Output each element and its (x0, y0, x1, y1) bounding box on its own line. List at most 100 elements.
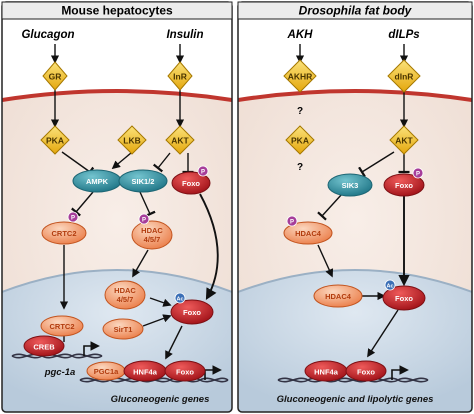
right-panel: Drosophila fat body AKH dILPs AKHR dInR … (237, 1, 473, 413)
sirt1-label: SirT1 (114, 325, 133, 334)
gr-label: GR (49, 72, 62, 82)
creb-node: CREB (23, 335, 65, 357)
foxo-nuc-fly-label: Foxo (395, 294, 413, 303)
akt-kinase-fly: AKT (389, 125, 419, 155)
akt-label: AKT (171, 136, 189, 146)
insulin-label: Insulin (166, 29, 203, 41)
phospho-label: P (142, 218, 146, 224)
pka-kinase-fly: PKA (285, 125, 315, 155)
edge-hdac-nucleus (132, 249, 149, 278)
ampk-label: AMPK (86, 177, 109, 186)
akhr-receptor: AKHR (283, 59, 317, 93)
edge-sirt1-foxo (142, 314, 172, 327)
phospho-label: P (201, 170, 205, 176)
crtc2-nuc-node: CRTC2 (40, 315, 84, 337)
glucagon-label: Glucagon (21, 29, 74, 41)
foxo-nuc-label: Foxo (183, 308, 201, 317)
question-mark-1: ? (297, 106, 303, 117)
phospho-marker (67, 211, 79, 223)
acetyl-marker (174, 292, 186, 304)
foxo-cyto-fly-label: Foxo (395, 181, 413, 190)
acetyl-marker (384, 279, 396, 291)
inr-label: InR (173, 72, 187, 82)
edge-sik3-hdac4 (317, 193, 343, 221)
dilps-label: dILPs (388, 29, 419, 41)
edge-lkb-ampk (111, 152, 132, 170)
lkb-kinase: LKB (117, 125, 147, 155)
left-footer: Gluconeogenic genes (111, 394, 210, 405)
hdac457-cyto-node: HDAC 4/5/7 P (131, 213, 173, 250)
left-edges (50, 44, 219, 360)
akh-label: AKH (287, 29, 314, 41)
foxo-nuc-node-fly: Foxo Ac (382, 279, 426, 311)
right-cell-membrane (238, 89, 472, 102)
sik3-label: SIK3 (342, 181, 359, 190)
acetyl-label: Ac (176, 297, 183, 303)
inr-receptor: InR (167, 61, 193, 91)
edge-foxo-hnf4a (165, 325, 183, 360)
right-panel-title: Drosophila fat body (299, 4, 413, 18)
phospho-label: P (290, 220, 294, 226)
dna-creb (11, 341, 103, 359)
left-panel: Mouse hepatocytes Glucagon Insulin (1, 1, 233, 413)
hdac4-cyto-node: HDAC4 P (283, 215, 333, 245)
hnf4a-node-fly: HNF4a (304, 360, 348, 382)
foxo-nuc-node: Foxo Ac (170, 292, 214, 325)
right-nuclear-envelope (238, 269, 472, 293)
left-nuclear-envelope (2, 269, 232, 293)
lkb-label: LKB (123, 136, 140, 146)
right-footer: Gluconeogenic and lipolytic genes (277, 394, 434, 405)
hdac4-cyto-label: HDAC4 (295, 229, 322, 238)
dinr-label: dInR (395, 72, 414, 82)
hdac4-nuc-label: HDAC4 (325, 292, 352, 301)
edge-ampk-crtc2 (71, 191, 94, 217)
phospho-marker (412, 167, 424, 179)
hdac-cyto-label-1: HDAC (141, 226, 163, 235)
hdac-nuc-label-2: 4/5/7 (117, 295, 134, 304)
phospho-marker (138, 213, 150, 225)
edge-sik-hdac (139, 191, 156, 218)
creb-transcription-arrow (83, 341, 100, 356)
foxo-gene-fly-label: Foxo (357, 368, 375, 377)
hdac4-nuc-node: HDAC4 (313, 284, 363, 308)
pgc1a-label: PGC1a (94, 367, 119, 376)
hnf4a-fly-label: HNF4a (314, 368, 339, 377)
pka-kinase: PKA (40, 125, 70, 155)
hnf4a-label: HNF4a (133, 368, 158, 377)
akt-fly-label: AKT (395, 136, 413, 146)
dinr-receptor: dInR (387, 59, 421, 93)
hdac-cyto-label-2: 4/5/7 (144, 235, 161, 244)
edge-foxo-translocation (199, 193, 219, 300)
phospho-label: P (416, 172, 420, 178)
pka-label: PKA (46, 136, 64, 146)
question-mark-2: ? (297, 162, 303, 173)
edge-akt-sik (152, 152, 171, 173)
pgc1a-gene-label: pgc-1a (44, 367, 76, 378)
right-edges (295, 44, 410, 358)
edge-pka-ampk (61, 151, 95, 178)
foxo-cyto-node-fly: Foxo P (383, 167, 425, 197)
pgc1a-node: PGC1a (86, 361, 126, 381)
left-panel-header (1, 1, 233, 20)
right-panel-header (237, 1, 473, 20)
fly-transcription-arrow (391, 365, 409, 380)
crtc2-cyto-node: CRTC2 P (41, 211, 87, 245)
foxo-gene-node: Foxo (164, 360, 206, 382)
foxo-cyto-label: Foxo (182, 179, 200, 188)
foxo-cyto-node: Foxo P (171, 165, 211, 195)
edge-hdac4-translocation (317, 244, 334, 278)
dna-fly (277, 365, 429, 383)
phospho-label: P (71, 216, 75, 222)
sik12-label: SIK1/2 (132, 177, 155, 186)
phospho-marker (197, 165, 209, 177)
left-cell-membrane (2, 89, 232, 102)
ampk-node: AMPK (72, 169, 122, 193)
acetyl-label: Ac (386, 284, 393, 290)
phospho-marker (286, 215, 298, 227)
foxo-gene-node-fly: Foxo (345, 360, 387, 382)
crtc2-nuc-label: CRTC2 (49, 322, 74, 331)
sik12-node: SIK1/2 (118, 169, 168, 193)
foxo-gene-label: Foxo (176, 368, 194, 377)
